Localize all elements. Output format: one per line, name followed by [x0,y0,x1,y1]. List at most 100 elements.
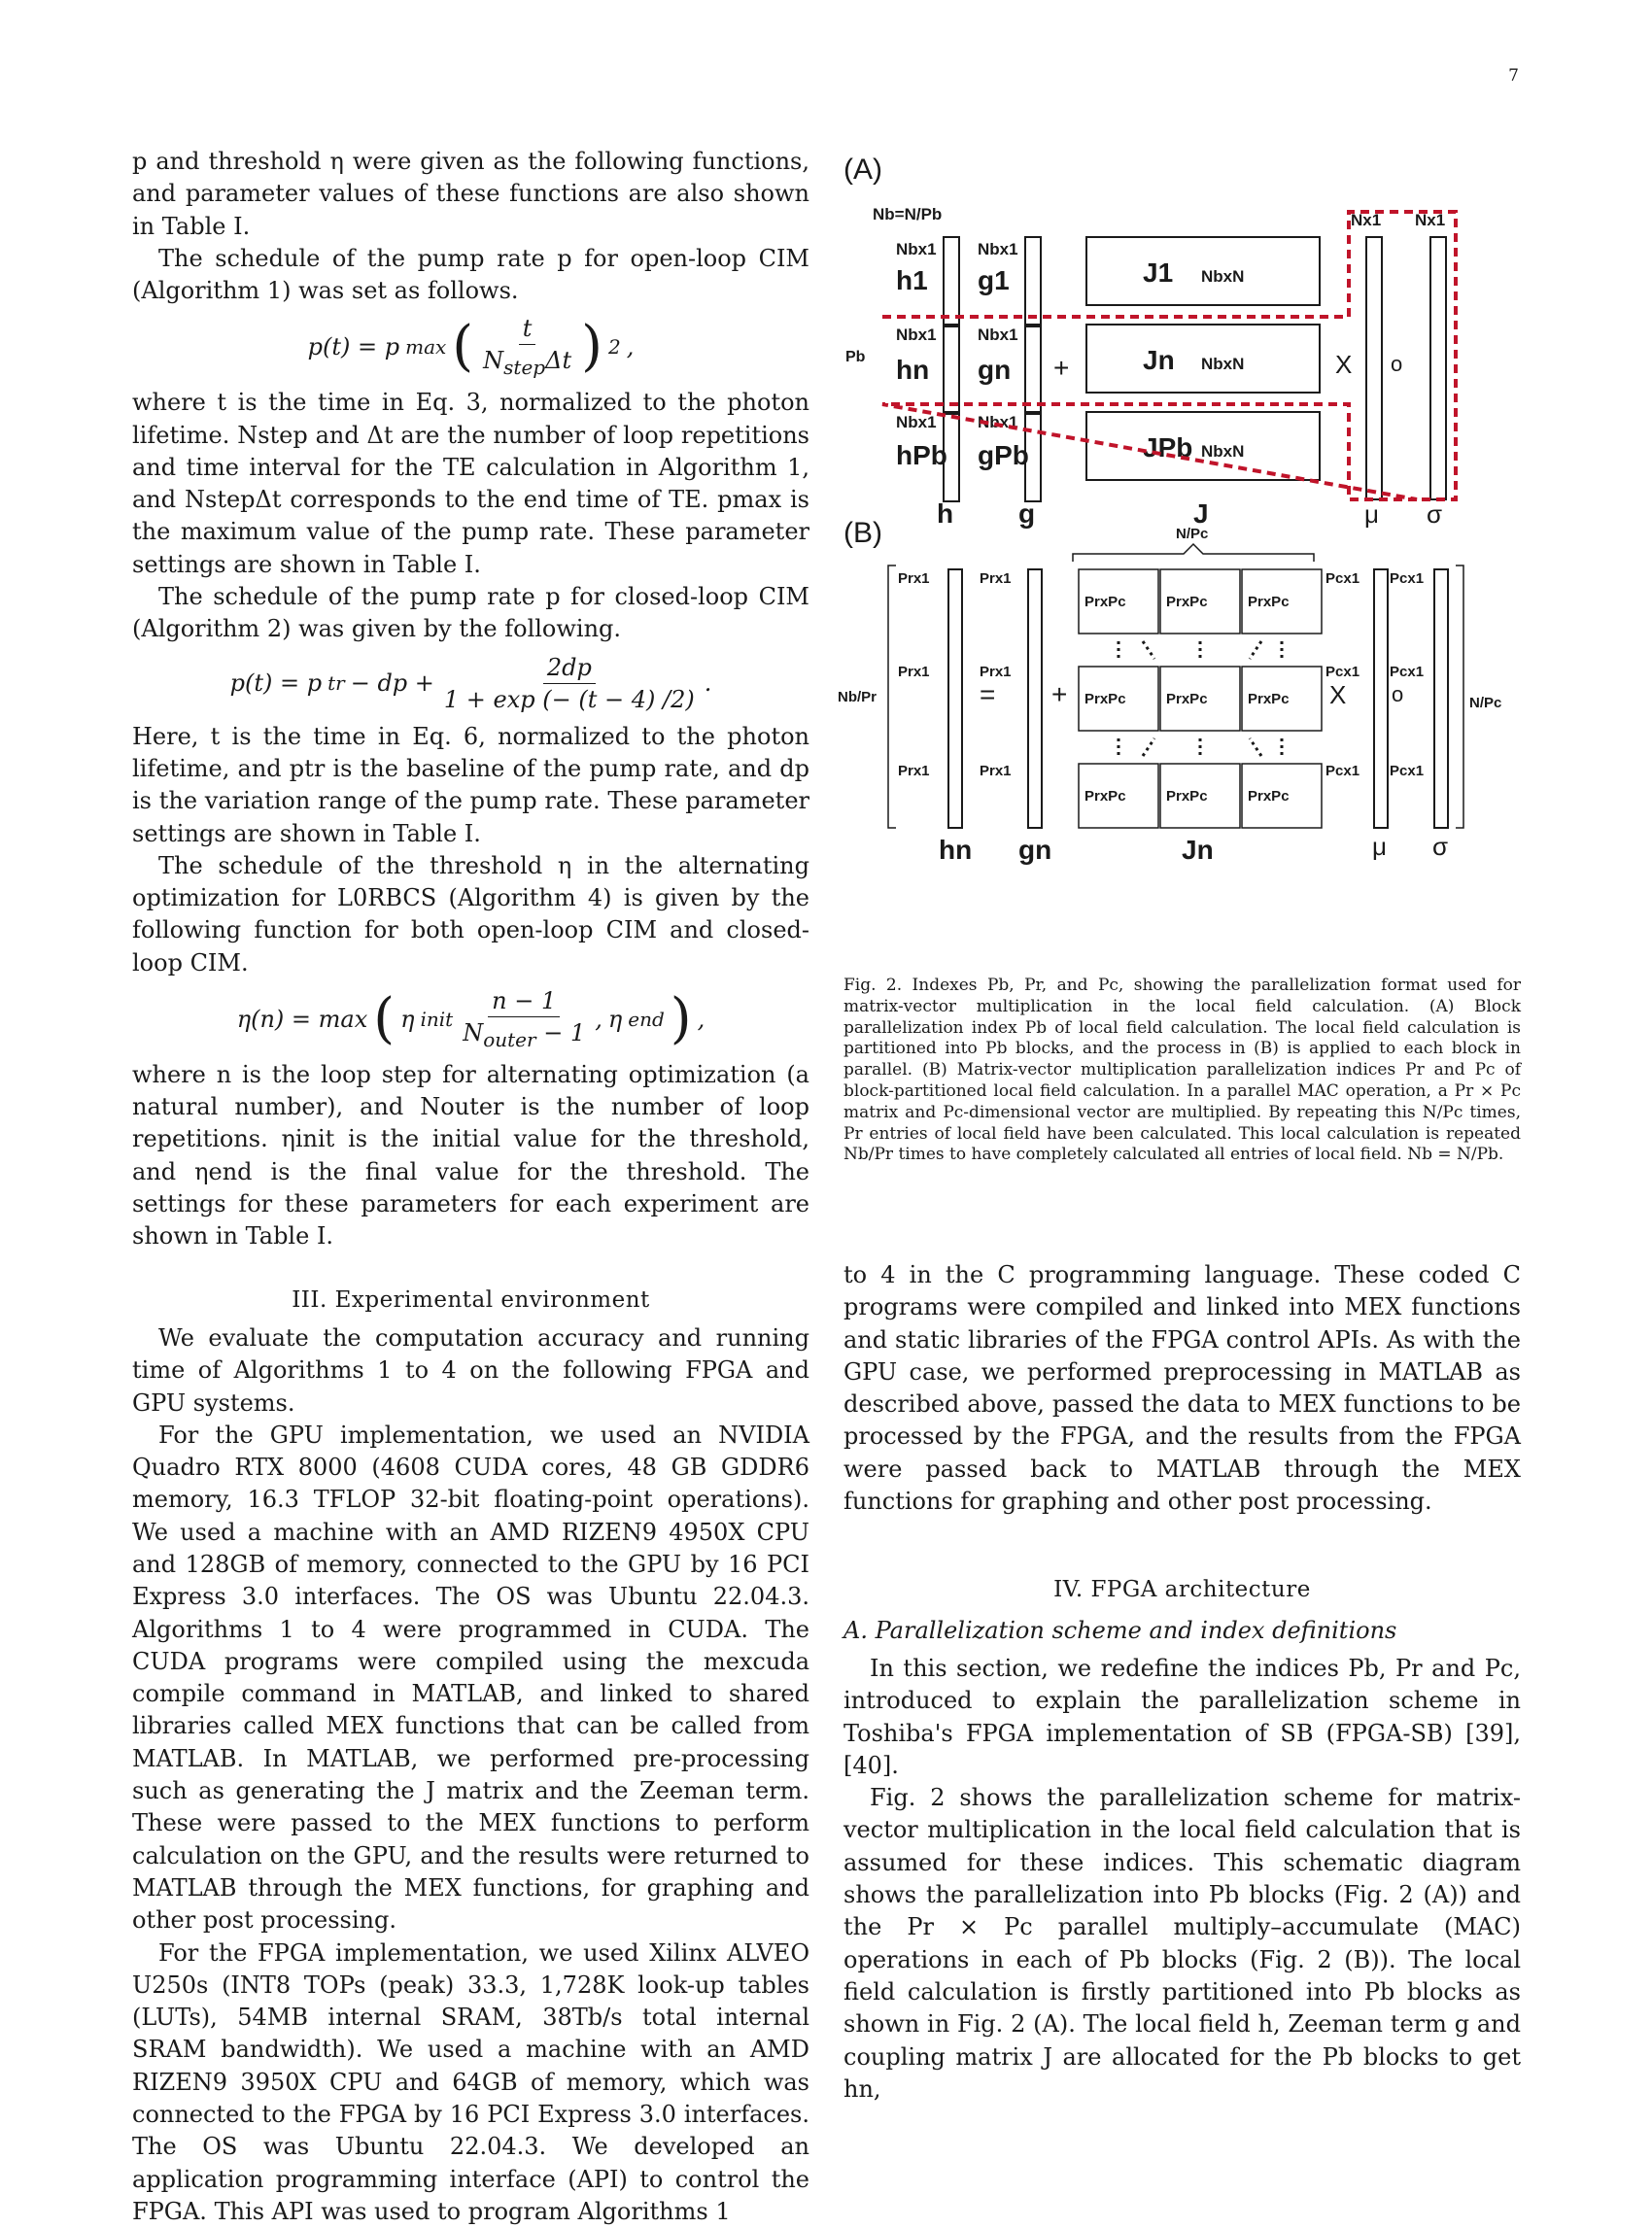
eq-sub: max [405,335,447,360]
pcx1-top: Pcx1 [1325,570,1359,587]
paren-right: ) [581,315,602,379]
g1-dim: Nbx1 [978,240,1018,258]
denominator: 1 + exp (− (t − 4) /2) [443,685,695,713]
bottom-label-gn: gn [1018,835,1051,865]
jn-block-b [1078,568,1159,634]
gpb-label: gPb [978,440,1029,470]
pb-label: Pb [845,349,866,365]
fraction: n − 1 Nouter − 1 [459,989,589,1049]
jn-block-b [1241,666,1323,732]
bottom-label-h: h [937,498,953,529]
nb-pr-label: Nb/Pr [838,689,877,705]
g1-vector [1024,236,1042,327]
hn-label: hn [896,355,929,385]
jn-block-b [1078,763,1159,829]
section-title: IV. FPGA architecture [1053,1577,1311,1603]
fraction: t NstepΔt [479,317,575,377]
bottom-label-mu-b: μ [1372,832,1387,861]
plus-sign: + [1053,353,1069,383]
bottom-label-j: J [1193,498,1209,529]
equals-b: = [980,679,995,709]
odot-sign: o [1391,352,1402,376]
subsection-title: A. Parallelization scheme and index defi… [843,1616,1397,1644]
page-number: 7 [1508,66,1519,86]
jn-block-b [1159,666,1241,732]
jn-grid: PrxPc PrxPc PrxPc PrxPc PrxPc PrxPc PrxP… [1078,568,1323,829]
pcx1-mid: Pcx1 [1325,664,1359,680]
sigma-vector-b [1433,568,1449,829]
nb-definition: Nb=N/Pb [873,205,942,223]
n-pc-right-bracket [1456,565,1464,829]
eq-lhs: η(n) = max [236,1005,368,1033]
left-column: p and threshold η were given as the foll… [132,146,809,2228]
prxpc-label: PrxPc [1084,691,1126,707]
paragraph: p and threshold η were given as the foll… [132,148,809,240]
paragraph: Fig. 2 shows the parallelization scheme … [843,1784,1521,2103]
paren-right: ) [670,986,692,1050]
sigma-pcx1-mid: Pcx1 [1390,664,1424,680]
fraction: 2dp 1 + exp (− (t − 4) /2) [440,656,699,711]
sigma-dim: Nx1 [1415,211,1445,229]
hpb-label: hPb [896,440,947,470]
jpb-block [1085,411,1321,481]
paragraph: We evaluate the computation accuracy and… [132,1323,809,1417]
bottom-label-g: g [1018,498,1035,529]
hn-dim: Nbx1 [896,326,937,344]
section-title: III. Experimental environment [292,1286,650,1313]
denominator: Nouter − 1 [459,1017,589,1049]
right-column: to 4 in the C programming language. Thes… [843,1259,1521,2106]
paren-left: ( [452,315,474,379]
bottom-label-jn: Jn [1182,835,1214,865]
gn-dim: Nbx1 [978,326,1018,344]
jn-block-b [1241,763,1323,829]
den-base: N [483,347,504,375]
j1-block [1085,236,1321,306]
odot-b: o [1392,682,1403,706]
mu-dim: Nx1 [1351,211,1381,229]
hpb-dim: Nbx1 [896,413,937,431]
nb-pr-bracket [887,565,896,829]
den-sub: step [503,356,546,380]
prx1-bot: Prx1 [898,763,930,779]
figure-label-b: (B) [843,517,882,549]
times-b: X [1329,680,1346,709]
eq-lhs: p(t) = p [307,333,400,361]
j1-label: J1 [1143,257,1173,288]
sigma-vector [1429,236,1447,500]
gn-vector-b [1027,568,1043,829]
paragraph: to 4 in the C programming language. Thes… [843,1261,1521,1516]
figure-2-diagram: (A) Nb=N/Pb Nbx1 h1 Nbx1 hn Nbx1 hPb Nbx… [838,154,1501,865]
prxpc-label: PrxPc [1166,788,1208,805]
jpb-dim: NbxN [1201,442,1244,461]
bottom-label-sigma: σ [1427,499,1442,529]
prx1-top: Prx1 [898,570,930,587]
h1-dim: Nbx1 [896,240,937,258]
exponent: 2 [607,335,621,360]
jn-block-b [1241,568,1323,634]
jn-block-b [1078,666,1159,732]
eq-sub: init [420,1007,454,1031]
paren-left: ( [373,986,396,1050]
jn-label: Jn [1143,345,1175,375]
numerator: t [518,317,536,346]
prxpc-label: PrxPc [1248,788,1290,805]
j1-dim: NbxN [1201,267,1244,286]
n-pc-brace [1072,542,1315,562]
pcx1-bot: Pcx1 [1325,763,1359,779]
g1-label: g1 [978,265,1010,295]
paragraph: The schedule of the pump rate p for clos… [132,583,809,643]
h1-label: h1 [896,265,928,295]
eq-sub: end [628,1007,665,1031]
jn-block-b [1159,763,1241,829]
gpb-dim: Nbx1 [978,413,1018,431]
jn-block-b [1159,568,1241,634]
paragraph: For the FPGA implementation, we used Xil… [132,1938,809,2225]
sigma-pcx1-top: Pcx1 [1390,570,1424,587]
gn-label: gn [978,355,1011,385]
bottom-label-sigma-b: σ [1432,832,1448,861]
den-base: N [463,1019,484,1047]
eta-init: η [400,1005,415,1033]
